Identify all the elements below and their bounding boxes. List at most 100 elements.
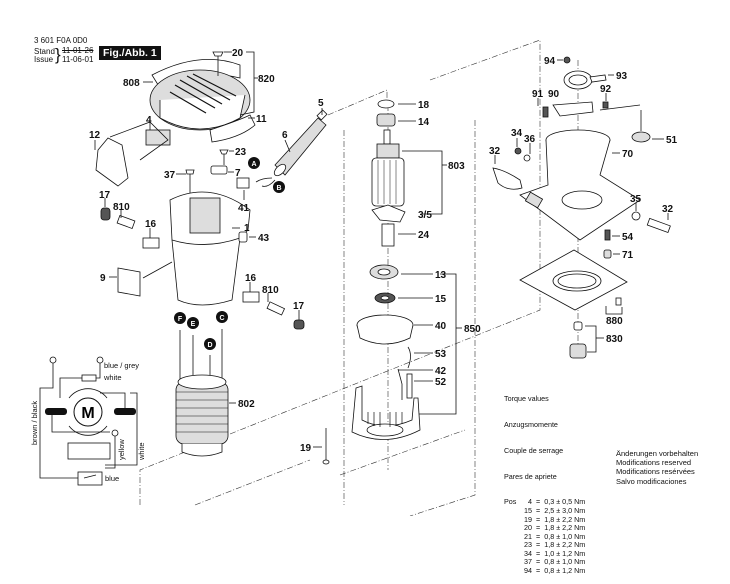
torque-equals: =: [536, 505, 541, 515]
callout-42: 42: [435, 366, 447, 377]
brush-810-left-part: [116, 214, 136, 230]
callout-35: 35: [630, 194, 642, 205]
holder-16-right-part: [242, 291, 260, 303]
motor-housing-part: [169, 191, 251, 306]
wire-label-yellow: yellow: [117, 439, 126, 460]
screw-71-part: [603, 249, 612, 259]
callout-71: 71: [622, 250, 634, 261]
stand-date: 11-01-26: [62, 46, 94, 55]
lever-91-part: [542, 106, 549, 118]
callout-1: 1: [244, 223, 250, 234]
part-52: [406, 373, 413, 399]
plate-90-part: [552, 101, 594, 117]
screw-19-part: [322, 459, 330, 465]
svg-text:A: A: [251, 161, 256, 168]
cap-43-part: [238, 231, 248, 243]
torque-value: 1,8 ± 2,2 Nm: [544, 514, 586, 524]
callout-37: 37: [164, 170, 176, 181]
issue-label: Issue: [34, 55, 54, 64]
callout-810-right: 810: [262, 285, 279, 296]
callout-11: 11: [256, 114, 267, 125]
figure-label: Fig./Abb. 1: [99, 46, 161, 60]
torque-row: 94 =0,8 ± 1,2 Nm: [504, 566, 586, 576]
holder-16-left-part: [142, 237, 160, 249]
motor-cover-part: [149, 59, 256, 143]
callout-16-left: 16: [145, 219, 157, 230]
callout-7: 7: [235, 168, 241, 179]
callout-16-right: 16: [245, 273, 257, 284]
wiring-diagram: M blue / grey white blue brown / black y…: [30, 356, 146, 486]
connector-a: A: [248, 157, 260, 169]
callout-40: 40: [435, 321, 447, 332]
connector-d: D: [204, 338, 216, 350]
torque-equals: =: [536, 548, 541, 558]
switch-4-part: [145, 129, 171, 146]
spring-54-part: [604, 229, 611, 241]
brush-810-right-part: [266, 301, 286, 316]
torque-pos: 20: [524, 523, 532, 533]
base-plate-part: [519, 249, 628, 311]
torque-pos: 4: [528, 497, 532, 507]
torque-equals: =: [536, 497, 541, 507]
torque-equals: =: [536, 566, 541, 576]
torque-value: 0,8 ± 1,0 Nm: [544, 531, 586, 541]
callout-17-left: 17: [99, 190, 111, 201]
torque-title-fr: Couple de serrage: [504, 445, 564, 455]
connector-e: E: [187, 317, 199, 329]
torque-value: 1,0 ± 1,2 Nm: [544, 548, 586, 558]
modifications-notice: Änderungen vorbehalten Modifications res…: [616, 449, 698, 486]
svg-text:F: F: [178, 316, 183, 323]
callout-91: 91: [532, 89, 544, 100]
issue-date: 11-06-01: [62, 55, 94, 64]
callout-90: 90: [548, 89, 560, 100]
callout-19: 19: [300, 443, 312, 454]
callout-43: 43: [258, 233, 270, 244]
screw-32-part: [646, 217, 671, 234]
callout-36: 36: [524, 134, 536, 145]
bearing-flange-40-part: [356, 314, 414, 345]
callout-820: 820: [258, 74, 275, 85]
svg-text:C: C: [219, 315, 224, 322]
bracket-12-part: [95, 137, 129, 187]
callout-20: 20: [232, 48, 244, 59]
torque-pos: 94: [524, 566, 532, 576]
torque-value: 0,8 ± 1,0 Nm: [544, 557, 586, 567]
gear-housing-part: [351, 385, 421, 440]
clamp-lever-32-part: [492, 167, 523, 190]
torque-pos: 34: [524, 548, 532, 558]
torque-pos-label: [504, 533, 518, 542]
svg-text:B: B: [276, 185, 281, 192]
torque-row: 34 =1,0 ± 1,2 Nm: [504, 548, 586, 559]
router-base-70-part: [519, 129, 641, 241]
torque-value: 1,8 ± 2,2 Nm: [544, 523, 586, 533]
torque-value: 0,8 ± 1,2 Nm: [544, 566, 586, 576]
callout-803: 803: [448, 161, 465, 172]
cap-17-left-part: [100, 207, 111, 221]
callout-94: 94: [544, 56, 556, 67]
callout-9: 9: [100, 273, 106, 284]
part-number: 3 601 F0A 0D0: [34, 36, 88, 45]
torque-pos-label: [504, 541, 518, 550]
modification-line-es: Salvo modificaciones: [616, 476, 687, 486]
cap-17-right-part: [293, 319, 305, 330]
callout-52: 52: [435, 377, 447, 388]
torque-equals: =: [536, 557, 541, 567]
torque-row: 37=0,8 ± 1,0 Nm: [504, 558, 585, 567]
knob-51-part: [631, 131, 651, 143]
wire-label-blue-grey: blue / grey: [104, 361, 139, 370]
callout-850: 850: [464, 324, 481, 335]
torque-pos: 21: [524, 531, 532, 541]
modification-line-fr: Modifications resérvées: [616, 467, 695, 477]
callout-808: 808: [123, 78, 140, 89]
callout-15: 15: [435, 294, 447, 305]
callout-14: 14: [418, 117, 430, 128]
callout-5: 5: [318, 98, 324, 109]
part-42: [397, 368, 403, 400]
torque-title-es: Pares de apriete: [504, 471, 557, 481]
torque-equals: =: [536, 540, 541, 550]
callout-32-left: 32: [489, 146, 501, 157]
callout-18: 18: [418, 100, 430, 111]
callout-830: 830: [606, 334, 623, 345]
modification-line-de: Änderungen vorbehalten: [616, 449, 699, 458]
